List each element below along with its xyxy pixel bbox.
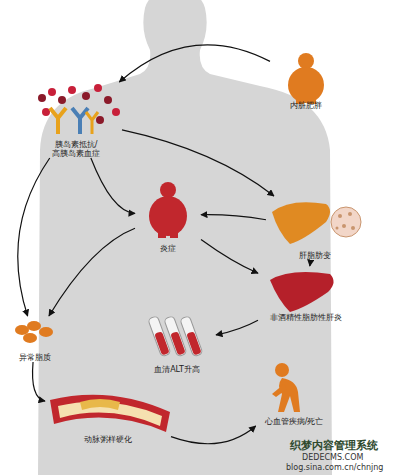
node-label: 胰岛素抵抗/ 高胰岛素血症 (30, 140, 122, 158)
alt-tubes (148, 316, 203, 357)
arrow-connector (18, 158, 50, 316)
artery (50, 395, 170, 432)
diagram-node: 内脏肥胖 (270, 50, 342, 110)
watermark-text: DEDECMS.COM (302, 453, 363, 462)
node-label: 炎症 (160, 244, 176, 253)
obesity-figure (288, 53, 324, 104)
diagram-node: 肝脂肪变 (266, 196, 364, 260)
lipid-blobs (15, 321, 53, 343)
node-label: 心血管疾病/死亡 (265, 417, 324, 426)
arrow-connector (122, 130, 274, 196)
watermark-text: 织梦内容管理系统 (290, 438, 378, 453)
watermark-text: blog.sina.com.cn/chnjng (286, 463, 383, 472)
node-label: 异常脂质 (19, 353, 51, 362)
arrow-connector (171, 426, 256, 444)
arrow-connector (119, 45, 270, 82)
cardio-figure (272, 363, 300, 412)
nash-liver (270, 272, 334, 312)
insulin-cluster (38, 84, 120, 134)
arrow-connector (33, 362, 45, 401)
node-label: 内脏肥胖 (290, 101, 322, 110)
arrow-connector (49, 228, 135, 316)
body-silhouette (38, 0, 332, 475)
arrow-connector (216, 320, 258, 335)
node-label: 非酒精性脂肪性肝炎 (270, 313, 342, 322)
node-label: 肝脂肪变 (299, 251, 331, 260)
diagram-node: 胰岛素抵抗/ 高胰岛素血症 (30, 82, 122, 158)
inflammation-figure (149, 182, 187, 238)
diagram-node: 异常脂质 (8, 316, 62, 362)
diagram-node: 心血管疾病/死亡 (246, 360, 342, 426)
arrow-connector (201, 239, 258, 273)
diagram-node: 血清ALT升高 (138, 312, 216, 374)
arrow-connector (91, 158, 135, 213)
arrow-connector (201, 215, 266, 220)
diagram-node: 动脉粥样硬化 (45, 384, 171, 444)
arrow-connector (309, 260, 311, 266)
diagram-node: 非酒精性脂肪性肝炎 (258, 266, 354, 322)
node-label: 血清ALT升高 (154, 365, 200, 374)
node-label: 动脉粥样硬化 (84, 435, 132, 444)
diagram-node: 炎症 (135, 178, 201, 253)
fatty-liver (272, 202, 361, 244)
